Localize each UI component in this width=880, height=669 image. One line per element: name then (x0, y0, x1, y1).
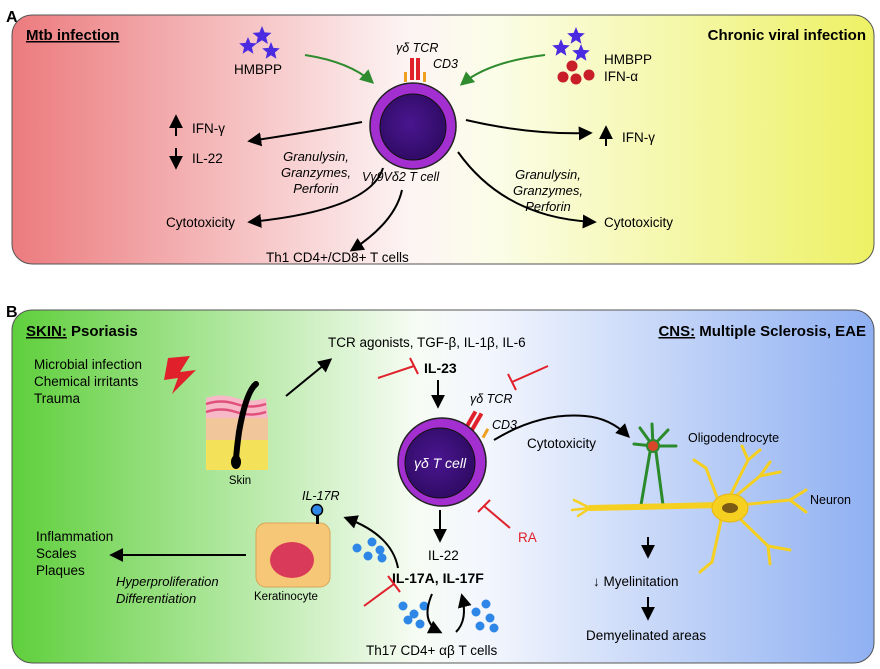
skin-label: Skin (229, 475, 251, 487)
gd-tcr-label-a: γδ TCR (396, 41, 438, 55)
hyperproliferation-label: Hyperproliferation (116, 574, 219, 589)
tcr-agonists-label: TCR agonists, TGF-β, IL-1β, IL-6 (328, 335, 526, 350)
il17-dots-lower-right-icon (471, 599, 499, 633)
gd-t-cell-label: γδ T cell (414, 455, 467, 471)
il17-dots-lower-left-icon (398, 601, 429, 629)
mtb-infection-title: Mtb infection (26, 27, 119, 44)
scales-label: Scales (36, 546, 77, 561)
arrow-to-ifn-right (465, 119, 593, 141)
il17r-label: IL-17R (302, 489, 340, 503)
cns-title-underlined: CNS: (658, 323, 695, 340)
panel-a: A Mtb infection Chronic viral infection … (6, 9, 875, 265)
ifn-gamma-right-label: IFN-γ (622, 130, 655, 145)
chronic-viral-title: Chronic viral infection (708, 27, 866, 44)
hmbpp-stars-left-icon (239, 26, 280, 59)
skin-psoriasis-title: SKIN: Psoriasis (26, 323, 138, 340)
plaques-label: Plaques (36, 563, 85, 578)
gd-t-cell-icon (397, 417, 487, 507)
inhibitor-il23-left-icon (377, 357, 419, 379)
hmbpp-stars-right-icon (552, 27, 590, 61)
vg9vd2-t-cell-icon (369, 82, 457, 170)
vg9vd2-cell-label: Vγ9Vδ2 T cell (362, 170, 440, 184)
panel-b-letter: B (6, 304, 18, 321)
green-arrow-left (304, 54, 375, 84)
trigger-trauma: Trauma (34, 391, 81, 406)
il22-left-label: IL-22 (192, 151, 223, 166)
skin-cross-section-icon (205, 381, 268, 470)
gd-tcr-receptor-icon (404, 58, 426, 82)
neuron-icon (570, 444, 808, 574)
cytotoxicity-cns-label: Cytotoxicity (527, 436, 596, 451)
trigger-chemical: Chemical irritants (34, 374, 139, 389)
ifn-alpha-label: IFN-α (604, 69, 638, 84)
myelinitation-label: ↓ Myelinitation (593, 574, 679, 589)
th1-label: Th1 CD4+/CD8+ T cells (266, 250, 409, 265)
cytotoxicity-right-label: Cytotoxicity (604, 215, 673, 230)
gd-tcr-label-b: γδ TCR (470, 392, 512, 406)
cytotoxicity-left-label: Cytotoxicity (166, 215, 235, 230)
panel-b: B SKIN: Psoriasis CNS: Multiple Sclerosi… (6, 304, 875, 664)
arrow-to-ifn-left (247, 121, 363, 147)
granulysin-left-1: Granulysin, (283, 149, 349, 164)
loop-arrow-up (455, 593, 472, 633)
arrow-to-cytotoxicity-right (457, 151, 597, 229)
inflammation-label: Inflammation (36, 529, 113, 544)
il22-b-label: IL-22 (428, 548, 459, 563)
inhibitor-il17-icon (363, 575, 401, 607)
arrow-to-th1 (349, 189, 403, 252)
trigger-microbial: Microbial infection (34, 357, 142, 372)
granulysin-right-3: Perforin (525, 199, 571, 214)
ifn-alpha-dots-icon (557, 60, 595, 85)
skin-title-rest: Psoriasis (67, 323, 138, 340)
arrow-to-cytotoxicity-left (247, 167, 384, 228)
demyelinated-label: Demyelinated areas (586, 628, 706, 643)
inhibitor-il23-right-icon (507, 365, 549, 391)
granulysin-right-2: Granzymes, (513, 183, 583, 198)
differentiation-label: Differentiation (116, 591, 196, 606)
neuron-label: Neuron (810, 493, 851, 507)
cd3-label-a: CD3 (433, 57, 458, 71)
granulysin-left-2: Granzymes, (281, 165, 351, 180)
oligodendrocyte-label: Oligodendrocyte (688, 431, 779, 445)
hmbpp-left-label: HMBPP (234, 62, 282, 77)
oligodendrocyte-icon (632, 422, 678, 507)
green-arrow-right (459, 54, 546, 86)
il23-label: IL-23 (424, 360, 457, 376)
granulysin-right-1: Granulysin, (515, 167, 581, 182)
panel-a-letter: A (6, 9, 18, 26)
il17r-receptor-icon (310, 503, 324, 524)
il17-dots-upper-icon (352, 537, 387, 563)
arrow-to-cytotoxicity-cns (493, 414, 630, 441)
inhibitor-ra-icon (477, 499, 511, 529)
hmbpp-right-label: HMBPP (604, 52, 652, 67)
arrow-il17-to-keratinocyte (343, 515, 399, 569)
cd3-label-b: CD3 (492, 418, 517, 432)
th17-label: Th17 CD4+ αβ T cells (366, 643, 497, 658)
ifn-gamma-left-label: IFN-γ (192, 121, 225, 136)
il17-label: IL-17A, IL-17F (392, 570, 484, 586)
arrow-skin-to-tcr-agonists (285, 358, 333, 397)
keratinocyte-icon (255, 522, 331, 588)
ra-label: RA (518, 530, 537, 545)
granulysin-left-3: Perforin (293, 181, 339, 196)
cns-ms-title: CNS: Multiple Sclerosis, EAE (658, 323, 866, 340)
keratinocyte-label: Keratinocyte (254, 591, 318, 603)
lightning-bolt-icon (164, 356, 196, 394)
cns-title-rest: Multiple Sclerosis, EAE (695, 323, 866, 340)
loop-arrow-down (426, 593, 443, 634)
skin-title-underlined: SKIN: (26, 323, 67, 340)
